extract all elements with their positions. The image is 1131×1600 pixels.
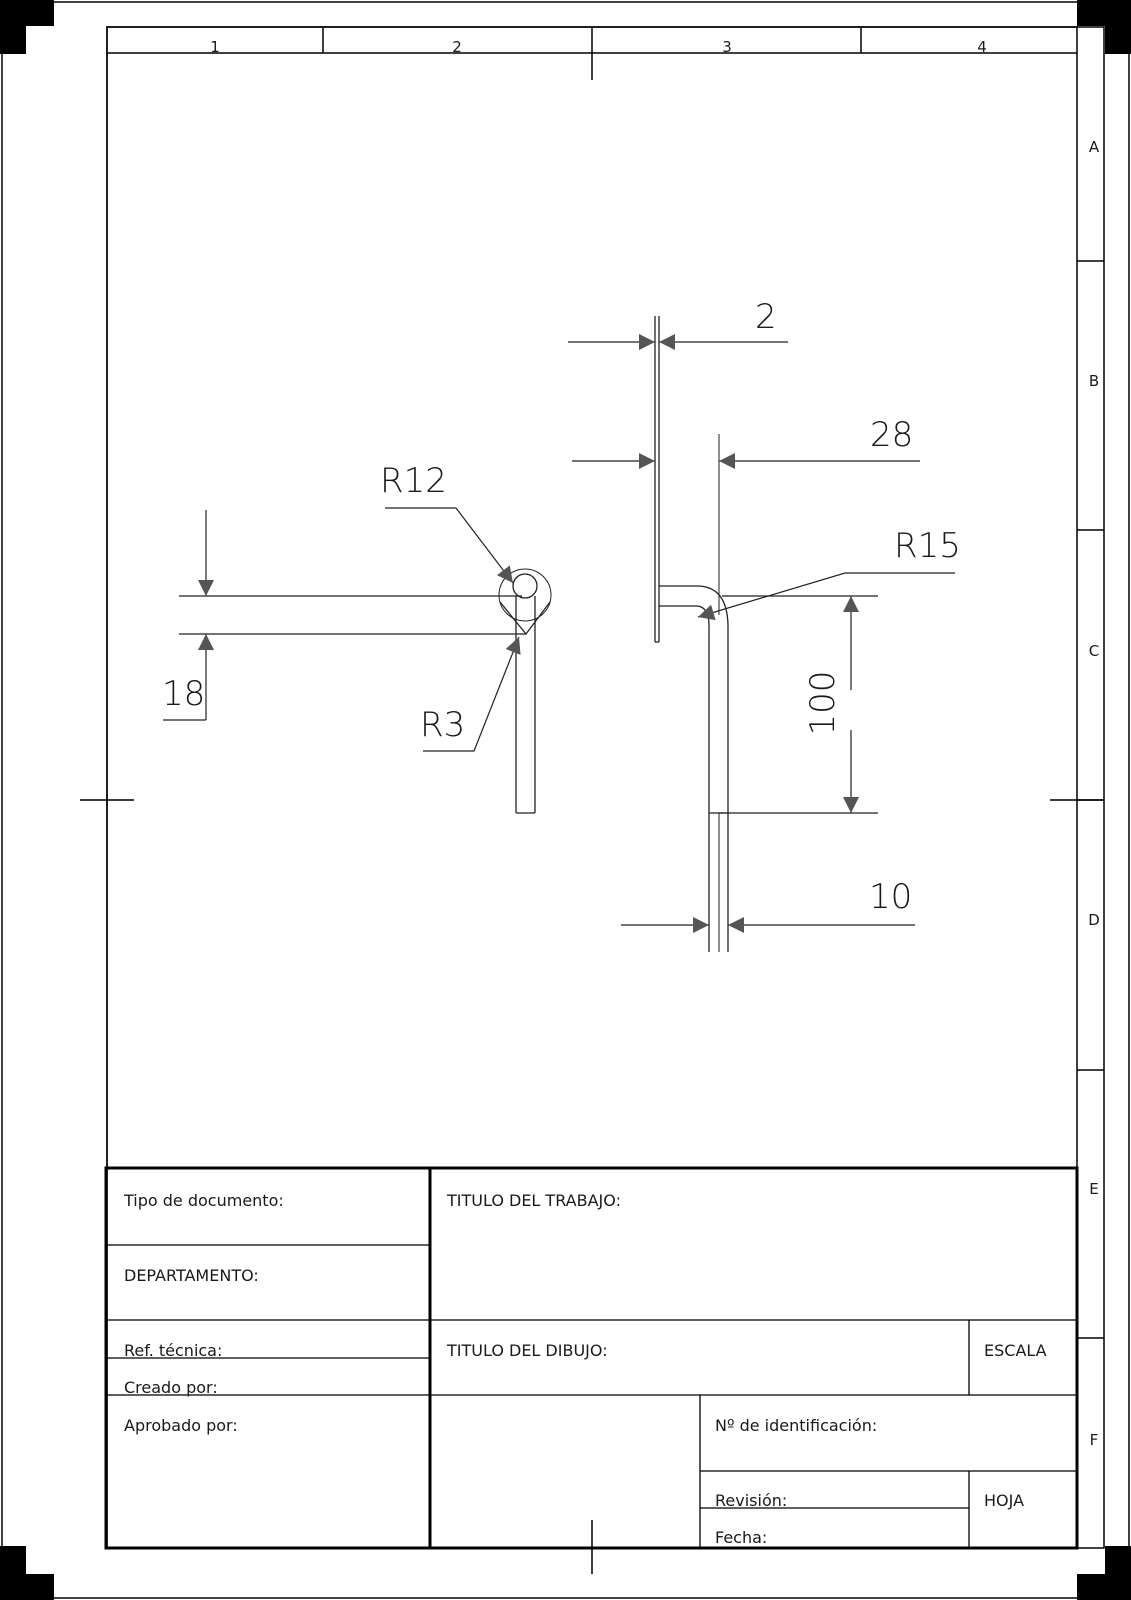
label-tech-ref: Ref. técnica:: [124, 1341, 222, 1360]
zone-row-d: D: [1088, 911, 1100, 929]
zone-row-a: A: [1089, 138, 1100, 156]
label-sheet: HOJA: [984, 1491, 1024, 1510]
left-view: [179, 568, 552, 814]
label-drawing-title: TITULO DEL DIBUJO:: [446, 1341, 608, 1360]
label-doc-type: Tipo de documento:: [123, 1191, 284, 1210]
label-revision: Revisión:: [715, 1491, 787, 1510]
dim-100: 100: [803, 671, 843, 736]
zone-row-f: F: [1090, 1431, 1099, 1449]
zone-labels: 1 2 3 4 A B C D E F: [210, 38, 1100, 1449]
dim-28: 28: [870, 415, 913, 455]
dim-r15: R15: [894, 526, 961, 566]
dim-18: 18: [162, 674, 205, 714]
dim-10: 10: [869, 877, 912, 917]
zone-row-b: B: [1089, 372, 1099, 390]
dim-r12: R12: [380, 461, 447, 501]
zone-col-2: 2: [452, 38, 462, 56]
title-block: [104, 1166, 1079, 1550]
label-department: DEPARTAMENTO:: [124, 1266, 259, 1285]
zone-row-c: C: [1089, 642, 1099, 660]
right-view: [654, 316, 729, 952]
label-approved-by: Aprobado por:: [124, 1416, 238, 1435]
dim-2: 2: [755, 297, 777, 337]
label-work-title: TITULO DEL TRABAJO:: [446, 1191, 621, 1210]
zone-row-e: E: [1089, 1180, 1098, 1198]
zone-col-1: 1: [210, 38, 220, 56]
zone-col-3: 3: [722, 38, 732, 56]
title-block-labels: Tipo de documento: DEPARTAMENTO: TITULO …: [123, 1191, 1047, 1547]
zone-col-4: 4: [977, 38, 987, 56]
label-scale: ESCALA: [984, 1341, 1047, 1360]
label-date: Fecha:: [715, 1528, 767, 1547]
label-created-by: Creado por:: [124, 1378, 218, 1397]
left-view-dimensions: [163, 507, 521, 752]
label-id-number: Nº de identificación:: [715, 1416, 877, 1435]
dim-r3: R3: [420, 705, 465, 745]
right-view-dimensions: [568, 334, 955, 933]
